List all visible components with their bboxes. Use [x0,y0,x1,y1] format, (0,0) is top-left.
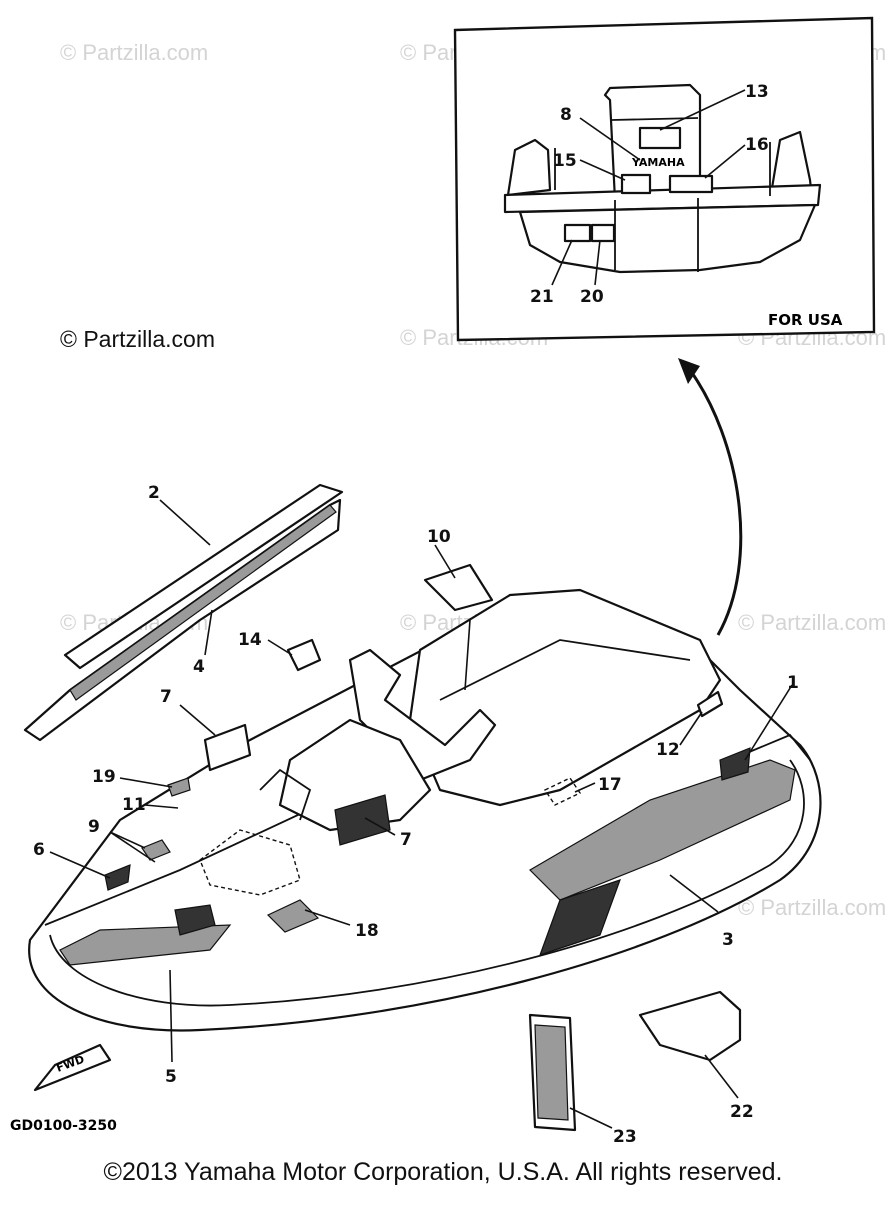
watercraft-hull [28,588,822,1032]
callout-11: 11 [122,795,146,815]
callout-19: 19 [92,767,116,787]
callout-23: 23 [613,1127,637,1147]
callout-13: 13 [745,82,769,102]
callout-6: 6 [33,840,45,860]
callout-16: 16 [745,135,769,155]
decal-10 [423,563,494,612]
callout-7: 7 [160,687,172,707]
watermark: © Partzilla.com [60,40,208,65]
callout-5: 5 [165,1067,177,1087]
callout-9: 9 [88,817,100,837]
partzilla-credit: © Partzilla.com [60,326,215,352]
decal-7 [203,723,252,772]
for-usa-label: FOR USA [768,311,843,329]
callout-12: 12 [656,740,680,760]
callout-4: 4 [193,657,205,677]
callout-14: 14 [238,630,262,650]
decal-14 [286,638,322,672]
callout-labels: 1 2 3 4 5 6 7 7 8 9 10 11 12 13 14 15 16… [33,82,799,1147]
callout-15: 15 [553,151,577,171]
callout-8: 8 [560,105,572,125]
callout-3: 3 [722,930,734,950]
arrow-head-icon [678,358,700,384]
callout-21: 21 [530,287,554,307]
callout-20: 20 [580,287,604,307]
side-stripe-decals [23,483,344,742]
diagram-code: GD0100-3250 [10,1118,117,1134]
callout-17: 17 [598,775,622,795]
pouch-22 [638,990,742,1062]
callout-18: 18 [355,921,379,941]
callout-10: 10 [427,527,451,547]
copyright-notice: ©2013 Yamaha Motor Corporation, U.S.A. A… [103,1158,783,1186]
callout-2: 2 [148,483,160,503]
watermark: © Partzilla.com [738,895,886,920]
callout-1: 1 [787,673,799,693]
manual-23-cover [534,1024,569,1121]
watermark: © Partzilla.com [738,610,886,635]
leader-lines [49,499,793,1129]
inset-rear-view: YAMAHA FOR USA [453,16,876,342]
fwd-arrow-icon: FWD [33,1043,112,1092]
callout-22: 22 [730,1102,754,1122]
reference-arrow [688,369,743,636]
yamaha-logo-text: YAMAHA [631,156,685,169]
callout-7-deck: 7 [400,830,412,850]
